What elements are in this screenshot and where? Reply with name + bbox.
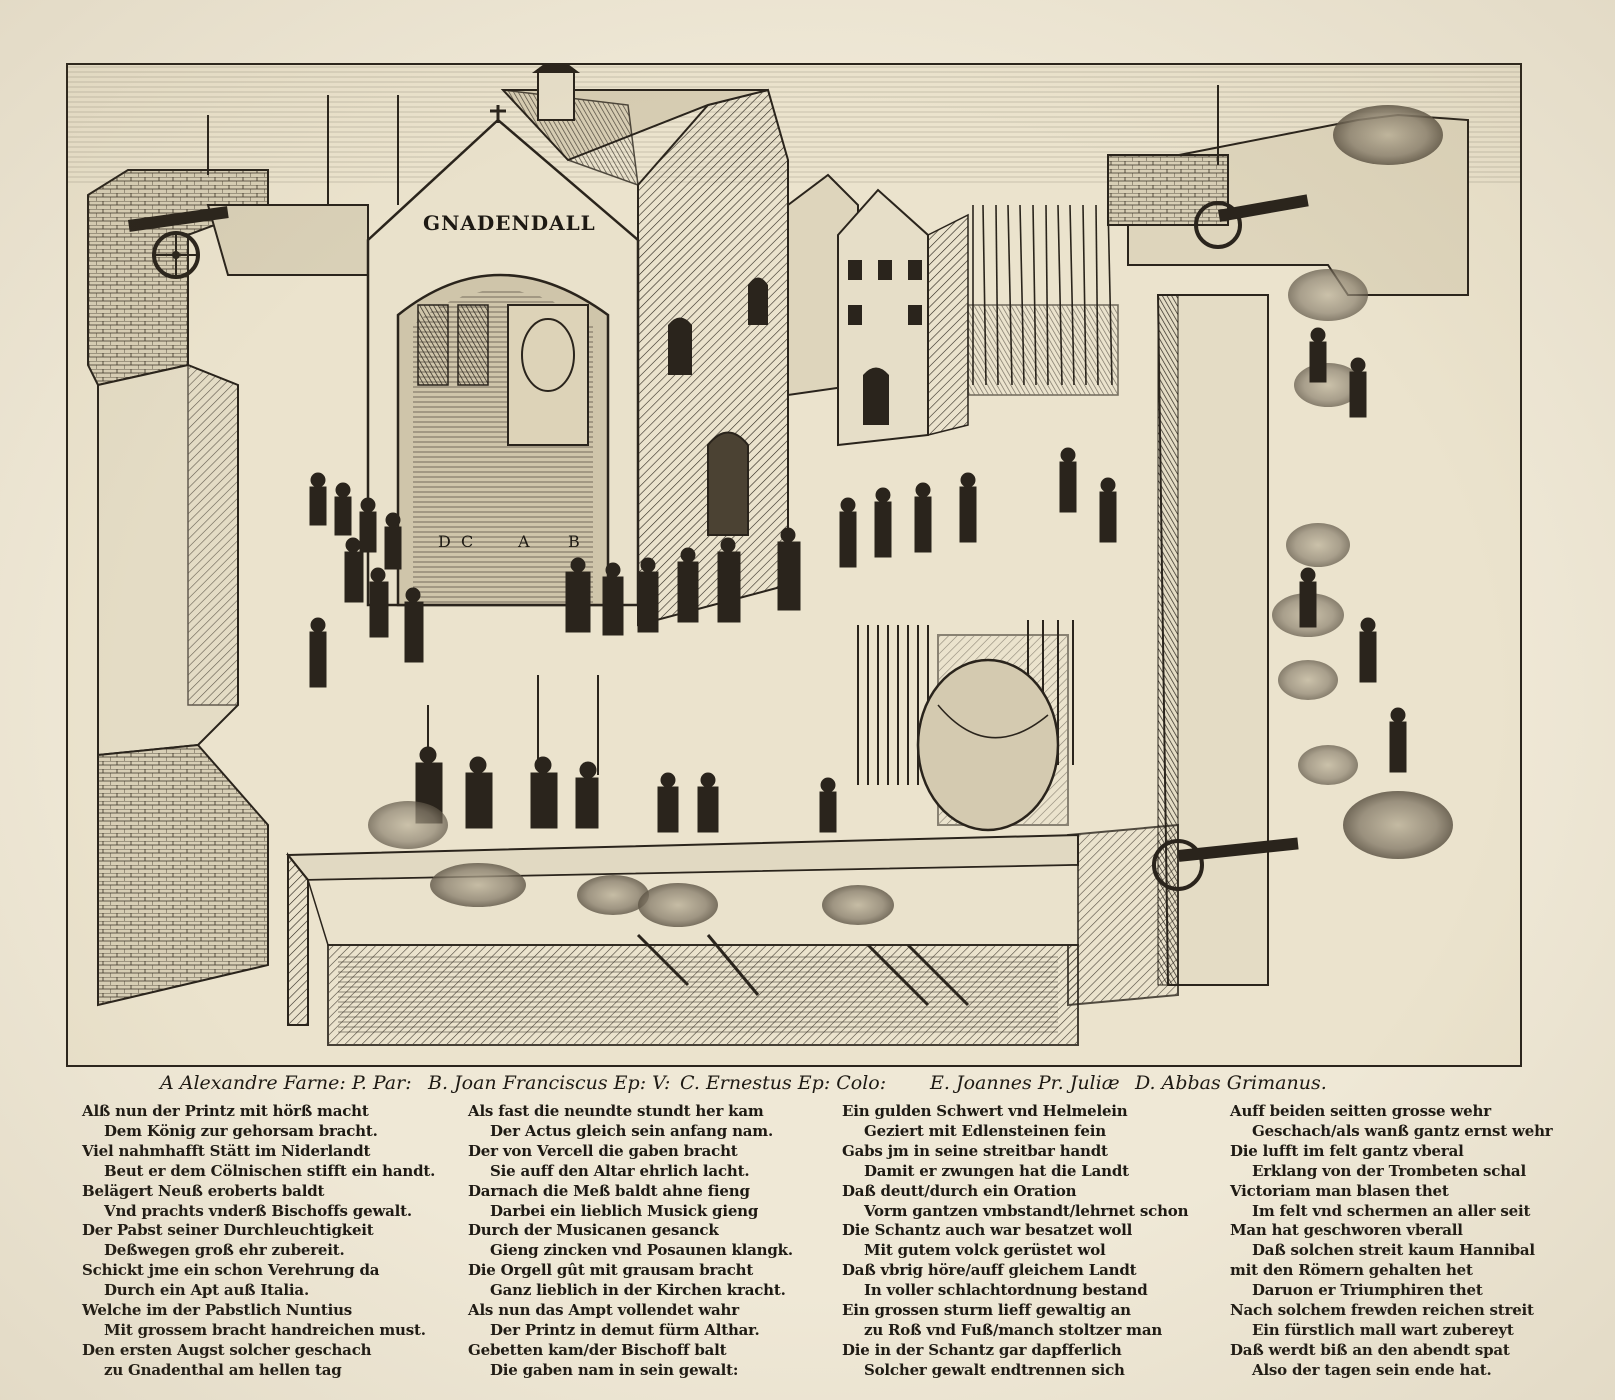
crowd-figures — [207, 85, 1407, 833]
verse-line: Also der tagen sein ende hat. — [1252, 1360, 1492, 1379]
verse-line: Schickt jme ein schon Verehrung da — [82, 1261, 380, 1280]
verse-line: Die in der Schantz gar dapfferlich — [842, 1340, 1122, 1359]
legend: A Alexandre Farne: P. Par: B. Joan Franc… — [160, 1072, 1560, 1102]
verse-line: Den ersten Augst solcher geschach — [82, 1340, 372, 1359]
figure-letter-b: B — [568, 532, 580, 551]
verse-line: Gieng zincken vnd Posaunen klangk. — [490, 1241, 793, 1260]
verse-line: Der Pabst seiner Durchleuchtigkeit — [82, 1221, 374, 1240]
legend-item-e: E. Joannes Pr. Juliæ — [930, 1072, 1120, 1094]
verse-line: Der Printz in demut fürm Althar. — [490, 1320, 760, 1339]
verse-line: Ganz lieblich in der Kirchen kracht. — [490, 1281, 786, 1300]
figure-letter-a: A — [517, 532, 530, 551]
legend-item-a: A Alexandre Farne: P. Par: — [160, 1072, 412, 1094]
verse-line: Beut er dem Cölnischen stifft ein handt. — [104, 1161, 436, 1180]
verse-column-2: Als fast die neundte stundt her kam Der … — [468, 1102, 848, 1381]
verse-line: zu Gnadenthal am hellen tag — [104, 1360, 342, 1379]
verse-line: zu Roß vnd Fuß/manch stoltzer man — [864, 1320, 1163, 1339]
verse-line: Solcher gewalt endtrennen sich — [864, 1360, 1125, 1379]
verse-line: Ein fürstlich mall wart zubereyt — [1252, 1320, 1514, 1339]
verse-line: Daß werdt biß an den abendt spat — [1230, 1340, 1510, 1359]
verse-line: Alß nun der Printz mit hörß macht — [82, 1102, 369, 1120]
verse-line: Man hat geschworen vberall — [1230, 1221, 1463, 1240]
verse-line: Als nun das Ampt vollendet wahr — [468, 1301, 739, 1320]
verse-line: Gabs jm in seine streitbar handt — [842, 1141, 1108, 1160]
figure-letter-c: C — [461, 532, 473, 551]
verse-line: Viel nahmhafft Stätt im Niderlandt — [82, 1141, 371, 1160]
verse-line: Ein gulden Schwert vnd Helmelein — [842, 1102, 1128, 1120]
bottom-rampart — [285, 801, 1079, 1046]
pikemen-block — [967, 204, 1119, 396]
left-cannon — [128, 206, 229, 279]
engraving-illustration: GNADENDALL — [66, 63, 1522, 1067]
verse-line: Mit grossem bracht handreichen must. — [104, 1320, 426, 1339]
verse-line: Nach solchem frewden reichen streit — [1230, 1301, 1534, 1320]
legend-item-c: C. Ernestus Ep: Colo: — [680, 1072, 887, 1094]
verse-line: In voller schlachtordnung bestand — [864, 1281, 1148, 1300]
verse-line: mit den Römern gehalten het — [1230, 1261, 1473, 1280]
figure-letters: D C A B — [438, 532, 580, 551]
verse-line: Daß deutt/durch ein Oration — [842, 1181, 1077, 1200]
verse-line: Die gaben nam in sein gewalt: — [490, 1360, 739, 1379]
right-fortress — [1067, 113, 1469, 1007]
verse-line: Durch der Musicanen gesanck — [468, 1221, 719, 1240]
verse-line: Vnd prachts vnderß Bischoffs gewalt. — [104, 1201, 412, 1220]
verse-line: Als fast die neundte stundt her kam — [468, 1102, 764, 1120]
verse-line: Dem König zur gehorsam bracht. — [104, 1121, 378, 1140]
verse-line: Im felt vnd schermen an aller seit — [1252, 1201, 1531, 1220]
figure-letter-d: D — [438, 532, 451, 551]
verse-line: Die Orgell gût mit grausam bracht — [468, 1261, 754, 1280]
verse-line: Gebetten kam/der Bischoff balt — [468, 1340, 727, 1359]
verse-line: Durch ein Apt auß Italia. — [104, 1281, 309, 1300]
verse-line: Auff beiden seitten grosse wehr — [1230, 1102, 1491, 1120]
verse-line: Daruon er Triumphiren thet — [1252, 1281, 1483, 1300]
verse-line: Darnach die Meß baldt ahne fieng — [468, 1181, 750, 1200]
palisade — [857, 620, 1074, 832]
verse-line: Erklang von der Trombeten schal — [1252, 1161, 1526, 1180]
legend-item-b: B. Joan Franciscus Ep: V: — [428, 1072, 671, 1094]
verse-line: Der von Vercell die gaben bracht — [468, 1141, 738, 1160]
verse-line: Die lufft im felt gantz vberal — [1230, 1141, 1464, 1160]
legend-item-d: D. Abbas Grimanus. — [1135, 1072, 1327, 1094]
verse-line: Ein grossen sturm lieff gewaltig an — [842, 1301, 1131, 1320]
verse-line: Die Schantz auch war besatzet woll — [842, 1221, 1133, 1240]
verse-column-3: Ein gulden Schwert vnd Helmelein Geziert… — [842, 1102, 1222, 1381]
verse-line: Daß solchen streit kaum Hannibal — [1252, 1241, 1535, 1260]
houses — [787, 173, 969, 447]
verse-line: Geschach/als wanß gantz ernst wehr — [1252, 1121, 1553, 1140]
engraving-svg: GNADENDALL — [68, 65, 1520, 1065]
verse-line: Deßwegen groß ehr zubereit. — [104, 1241, 345, 1260]
verse-line: Der Actus gleich sein anfang nam. — [490, 1121, 773, 1140]
verse-column-4: Auff beiden seitten grosse wehr Geschach… — [1230, 1102, 1610, 1381]
church-building: GNADENDALL — [366, 65, 789, 627]
verse-column-1: Alß nun der Printz mit hörß macht Dem Kö… — [82, 1102, 462, 1381]
verse-line: Sie auff den Altar ehrlich lacht. — [490, 1161, 750, 1180]
church-label: GNADENDALL — [423, 211, 596, 235]
verse-line: Vorm gantzen vmbstandt/lehrnet schon — [864, 1201, 1189, 1220]
verse-line: Victoriam man blasen thet — [1230, 1181, 1449, 1200]
verse-line: Damit er zwungen hat die Landt — [864, 1161, 1129, 1180]
verse-line: Geziert mit Edlensteinen fein — [864, 1121, 1106, 1140]
verse-line: Belägert Neuß eroberts baldt — [82, 1181, 325, 1200]
verse-line: Darbei ein lieblich Musick gieng — [490, 1201, 759, 1220]
verse-line: Welche im der Pabstlich Nuntius — [82, 1301, 353, 1320]
verse-line: Mit gutem volck gerüstet wol — [864, 1241, 1106, 1260]
verse-line: Daß vbrig höre/auff gleichem Landt — [842, 1261, 1137, 1280]
